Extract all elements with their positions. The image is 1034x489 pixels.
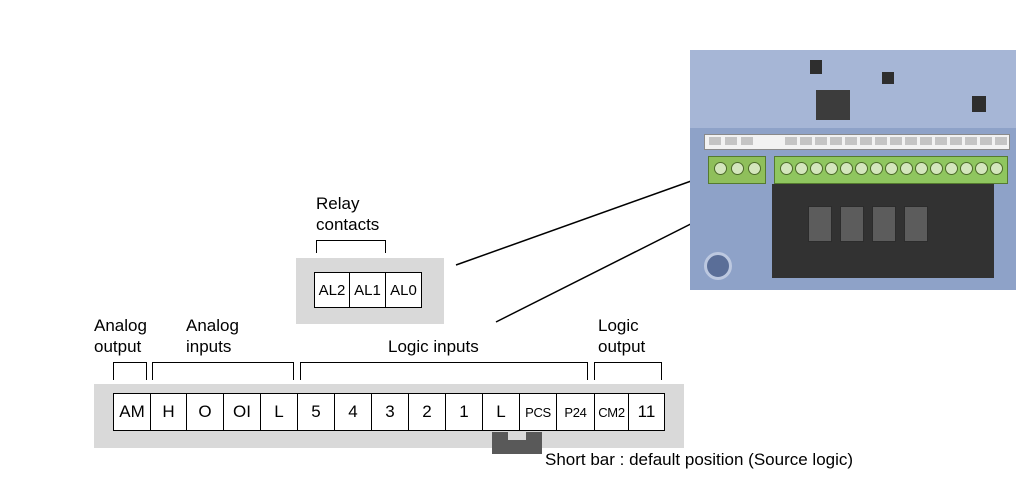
terminal-o: O bbox=[187, 393, 224, 431]
terminal-al2: AL2 bbox=[314, 272, 350, 308]
terminal-pcs: PCS bbox=[520, 393, 557, 431]
analog-inputs-label-line1: Analog bbox=[186, 316, 239, 335]
component-connector bbox=[816, 90, 850, 120]
analog-output-label-line2: output bbox=[94, 337, 142, 356]
component-chip bbox=[972, 96, 986, 112]
terminal-am: AM bbox=[113, 393, 151, 431]
terminal-3: 3 bbox=[372, 393, 409, 431]
component-chip bbox=[810, 60, 822, 74]
short-bar-label: Short bar : default position (Source log… bbox=[545, 450, 854, 469]
main-terminal-row: AM H O OI L 5 4 3 2 1 L PCS P24 CM2 11 bbox=[113, 393, 665, 431]
terminal-4: 4 bbox=[335, 393, 372, 431]
relay-contacts-label-line1: Relay bbox=[316, 194, 360, 213]
terminal-oi: OI bbox=[224, 393, 261, 431]
relay-contacts-label-line2: contacts bbox=[316, 215, 380, 234]
logic-inputs-label: Logic inputs bbox=[388, 337, 479, 356]
logic-output-label-line1: Logic bbox=[598, 316, 639, 335]
component-chip bbox=[882, 72, 894, 84]
logic-inputs-bracket bbox=[300, 362, 588, 380]
analog-inputs-label-line2: inputs bbox=[186, 337, 232, 356]
logic-output-label-line2: output bbox=[598, 337, 646, 356]
inverter-terminal-photo bbox=[690, 50, 1016, 290]
mounting-hole bbox=[704, 252, 732, 280]
analog-output-bracket bbox=[113, 362, 147, 380]
relay-terminal-panel: AL2 AL1 AL0 bbox=[296, 258, 444, 324]
terminal-l-analog: L bbox=[261, 393, 298, 431]
analog-inputs-bracket bbox=[152, 362, 294, 380]
terminal-5: 5 bbox=[298, 393, 335, 431]
relay-contacts-bracket bbox=[316, 240, 386, 253]
terminal-l-logic: L bbox=[483, 393, 520, 431]
terminal-al0: AL0 bbox=[386, 272, 422, 308]
main-terminal-panel: AM H O OI L 5 4 3 2 1 L PCS P24 CM2 11 bbox=[94, 384, 684, 448]
terminal-1: 1 bbox=[446, 393, 483, 431]
short-bar bbox=[492, 432, 542, 454]
short-bar-gap bbox=[508, 432, 526, 440]
terminal-p24: P24 bbox=[557, 393, 595, 431]
terminal-cm2: CM2 bbox=[595, 393, 629, 431]
analog-output-label-line1: Analog bbox=[94, 316, 147, 335]
relay-connector-line bbox=[455, 169, 723, 266]
logic-output-bracket bbox=[594, 362, 662, 380]
terminal-h: H bbox=[151, 393, 187, 431]
terminal-label-strip bbox=[704, 134, 1010, 150]
terminal-11: 11 bbox=[629, 393, 665, 431]
relay-terminal-row: AL2 AL1 AL0 bbox=[314, 272, 422, 308]
inverter-upper-cover bbox=[690, 50, 1016, 128]
terminal-al1: AL1 bbox=[350, 272, 386, 308]
terminal-2: 2 bbox=[409, 393, 446, 431]
